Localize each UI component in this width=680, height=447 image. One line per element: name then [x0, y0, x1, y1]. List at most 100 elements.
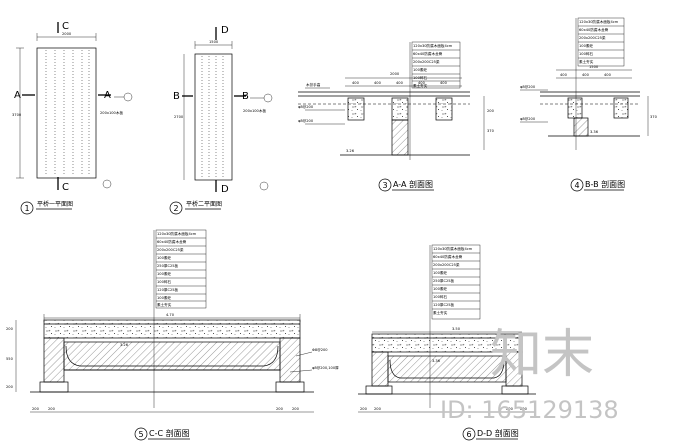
svg-text:200x200C25梁: 200x200C25梁	[157, 247, 184, 252]
plan1-section-top-label: C	[62, 21, 69, 32]
sect-a-title: A-A 剖面图	[393, 179, 433, 189]
svg-text:60x40防腐木龙骨: 60x40防腐木龙骨	[433, 254, 463, 259]
svg-text:100素砼: 100素砼	[157, 255, 171, 260]
svg-text:200: 200	[6, 385, 14, 389]
svg-text:200x100木板: 200x100木板	[100, 110, 123, 115]
svg-text:100碎石: 100碎石	[579, 51, 593, 56]
sect-c-width-dim: 4.70	[166, 313, 175, 317]
sect-b-title: B-B 剖面图	[585, 179, 625, 189]
svg-text:100素砼: 100素砼	[157, 295, 171, 300]
plan-1-drawing: 2000 C C 3700 A A 200x100木板 1 平桥一平面图	[12, 21, 133, 215]
svg-text:φ8@200,100厚: φ8@200,100厚	[312, 365, 339, 370]
plan1-section-bottom-label: C	[62, 182, 69, 193]
section-dd-drawing: 120x30防腐木面板4cm 60x40防腐木龙骨 200x200C25梁 10…	[358, 244, 536, 441]
svg-text:100碎石: 100碎石	[413, 75, 427, 80]
svg-text:120x30防腐木面板4cm: 120x30防腐木面板4cm	[433, 246, 473, 251]
plan2-title: 平桥二平面图	[186, 200, 222, 208]
sect-d-width-dim: 3.50	[452, 327, 461, 331]
plan2-number-circle	[169, 201, 183, 215]
svg-text:120x30防腐木面板4cm: 120x30防腐木面板4cm	[413, 43, 453, 48]
svg-text:250厚C25板: 250厚C25板	[433, 278, 455, 283]
svg-text:120厚C25板: 120厚C25板	[157, 287, 179, 292]
plan2-number: 2	[174, 204, 179, 213]
plan2-width-dim: 1500	[209, 40, 219, 44]
svg-text:100素砼: 100素砼	[579, 43, 593, 48]
svg-text:200x100木板: 200x100木板	[243, 108, 266, 113]
svg-text:100素砼: 100素砼	[433, 270, 447, 275]
section-bb-drawing: 120x30防腐木面板4cm 60x40防腐木龙骨 200x200C25梁 10…	[520, 17, 658, 192]
svg-text:400: 400	[352, 81, 360, 85]
svg-text:200: 200	[32, 407, 40, 411]
watermark-logo: 知末	[490, 325, 594, 385]
plan1-number: 1	[25, 204, 30, 213]
svg-text:250厚C25板: 250厚C25板	[157, 263, 179, 268]
svg-text:200: 200	[360, 407, 368, 411]
svg-text:Φ8@200: Φ8@200	[312, 348, 328, 352]
svg-text:100素砼: 100素砼	[413, 67, 427, 72]
sect-b-width-dim: 1500	[589, 65, 599, 69]
svg-text:200: 200	[374, 407, 382, 411]
plan2-section-bottom-label: D	[221, 184, 229, 195]
svg-text:370: 370	[487, 129, 495, 133]
plan1-title: 平桥一平面图	[37, 200, 73, 208]
svg-text:φ8@200: φ8@200	[520, 85, 536, 89]
section-aa-drawing: 120x30防腐木面板4cm 60x40防腐木龙骨 200x200C25梁 10…	[298, 41, 495, 192]
svg-text:200: 200	[48, 407, 56, 411]
svg-text:素土夯实: 素土夯实	[157, 302, 172, 307]
plan1-width-dim: 2000	[62, 32, 72, 36]
svg-text:400: 400	[582, 73, 590, 77]
sect-b-number: 4	[575, 181, 580, 190]
svg-text:200: 200	[506, 407, 514, 411]
svg-text:100碎石: 100碎石	[157, 279, 171, 284]
svg-text:60x40防腐木龙骨: 60x40防腐木龙骨	[413, 51, 443, 56]
svg-text:120x30防腐木面板4cm: 120x30防腐木面板4cm	[579, 19, 619, 24]
svg-text:200x200C25梁: 200x200C25梁	[579, 35, 606, 40]
svg-text:400: 400	[560, 73, 568, 77]
svg-text:200: 200	[292, 407, 300, 411]
svg-text:200x200C25梁: 200x200C25梁	[413, 59, 440, 64]
svg-text:3.36: 3.36	[432, 359, 441, 363]
svg-text:60x40防腐木龙骨: 60x40防腐木龙骨	[157, 239, 187, 244]
plan2-section-top-label: D	[221, 25, 229, 36]
svg-text:200: 200	[520, 407, 528, 411]
svg-text:200: 200	[276, 407, 284, 411]
sect-a-number: 3	[383, 181, 388, 190]
svg-text:120厚C25板: 120厚C25板	[433, 302, 455, 307]
svg-text:550: 550	[6, 357, 14, 361]
plan2-section-right-label: B	[242, 91, 249, 102]
plan1-section-left-label: A	[14, 90, 21, 101]
plan2-length-dim: 2700	[174, 115, 184, 119]
svg-text:400: 400	[396, 81, 404, 85]
svg-text:400: 400	[440, 81, 448, 85]
svg-text:200x200C25梁: 200x200C25梁	[433, 262, 460, 267]
sect-b-elevation: 3.36	[590, 130, 599, 134]
svg-text:3.26: 3.26	[120, 343, 129, 347]
sect-c-title: C-C 剖面图	[149, 428, 190, 438]
svg-text:素土夯实: 素土夯实	[433, 310, 448, 315]
plan2-section-left-label: B	[173, 91, 180, 102]
plan1-number-circle	[20, 201, 34, 215]
svg-text:φ8@200: φ8@200	[298, 105, 314, 109]
sect-a-width-dim: 2000	[390, 72, 400, 76]
plan1-length-dim: 3700	[12, 113, 22, 117]
svg-text:370: 370	[650, 115, 658, 119]
sect-d-number: 6	[467, 430, 472, 439]
svg-text:100素砼: 100素砼	[157, 271, 171, 276]
plan-2-drawing: 1500 D D 2700 B B 200x100木板 2 平桥二平面图	[169, 25, 273, 215]
section-cc-drawing: 120x30防腐木面板4cm 60x40防腐木龙骨 200x200C25梁 10…	[6, 229, 339, 441]
svg-text:木扶手高: 木扶手高	[306, 82, 321, 87]
watermark-id: ID: 165129138	[440, 396, 619, 424]
svg-text:φ8@200: φ8@200	[298, 119, 314, 123]
sect-a-elevation: 3.26	[346, 149, 355, 153]
plan1-section-right-label: A	[104, 90, 111, 101]
watermark: 知末 ID: 165129138	[440, 325, 619, 424]
svg-text:400: 400	[418, 81, 426, 85]
svg-text:素土夯实: 素土夯实	[413, 83, 428, 88]
sect-c-number: 5	[139, 430, 144, 439]
svg-text:400: 400	[374, 81, 382, 85]
svg-text:120x30防腐木面板4cm: 120x30防腐木面板4cm	[157, 231, 197, 236]
svg-text:100素砼: 100素砼	[433, 286, 447, 291]
svg-text:400: 400	[604, 73, 612, 77]
svg-text:200: 200	[487, 109, 495, 113]
